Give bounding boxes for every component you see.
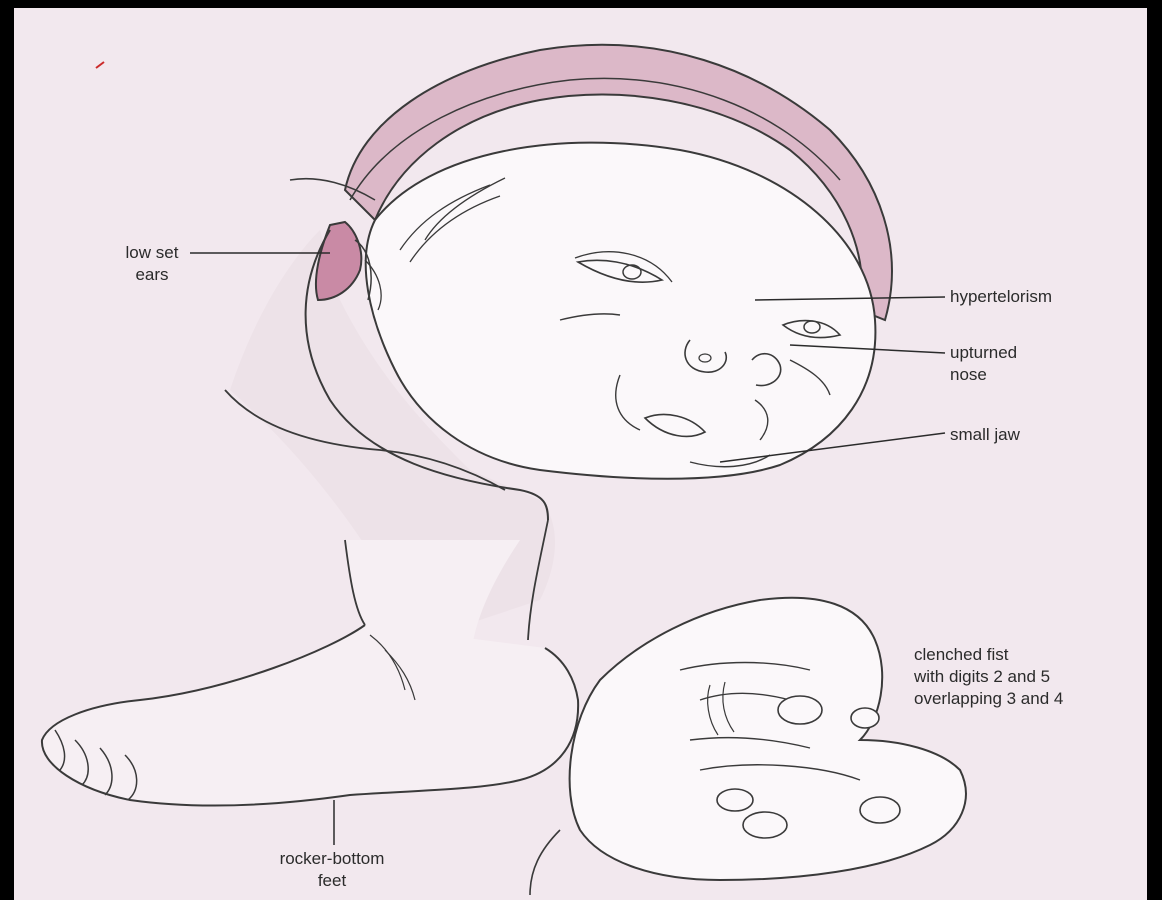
label-rocker-bottom-feet-line2: feet — [244, 870, 420, 892]
label-clenched-fist: clenched fist with digits 2 and 5 overla… — [914, 644, 1063, 710]
label-low-set-ears-line2: ears — [104, 264, 200, 286]
label-hypertelorism: hypertelorism — [950, 286, 1052, 308]
label-upturned-nose-line2: nose — [950, 364, 1017, 386]
label-clenched-fist-line3: overlapping 3 and 4 — [914, 688, 1063, 710]
label-clenched-fist-line2: with digits 2 and 5 — [914, 666, 1063, 688]
label-rocker-bottom-feet-line1: rocker-bottom — [244, 848, 420, 870]
label-low-set-ears-line1: low set — [104, 242, 200, 264]
label-low-set-ears: low set ears — [104, 242, 200, 286]
diagram-canvas: low set ears hypertelorism upturned nose… — [14, 8, 1147, 900]
infant-illustration — [14, 8, 1147, 900]
label-clenched-fist-line1: clenched fist — [914, 644, 1063, 666]
red-mark — [96, 62, 104, 68]
ear — [316, 222, 361, 300]
label-upturned-nose: upturned nose — [950, 342, 1017, 386]
label-rocker-bottom-feet: rocker-bottom feet — [244, 848, 420, 892]
foot — [42, 625, 578, 805]
face — [366, 143, 876, 479]
label-small-jaw: small jaw — [950, 424, 1020, 446]
label-upturned-nose-line1: upturned — [950, 342, 1017, 364]
